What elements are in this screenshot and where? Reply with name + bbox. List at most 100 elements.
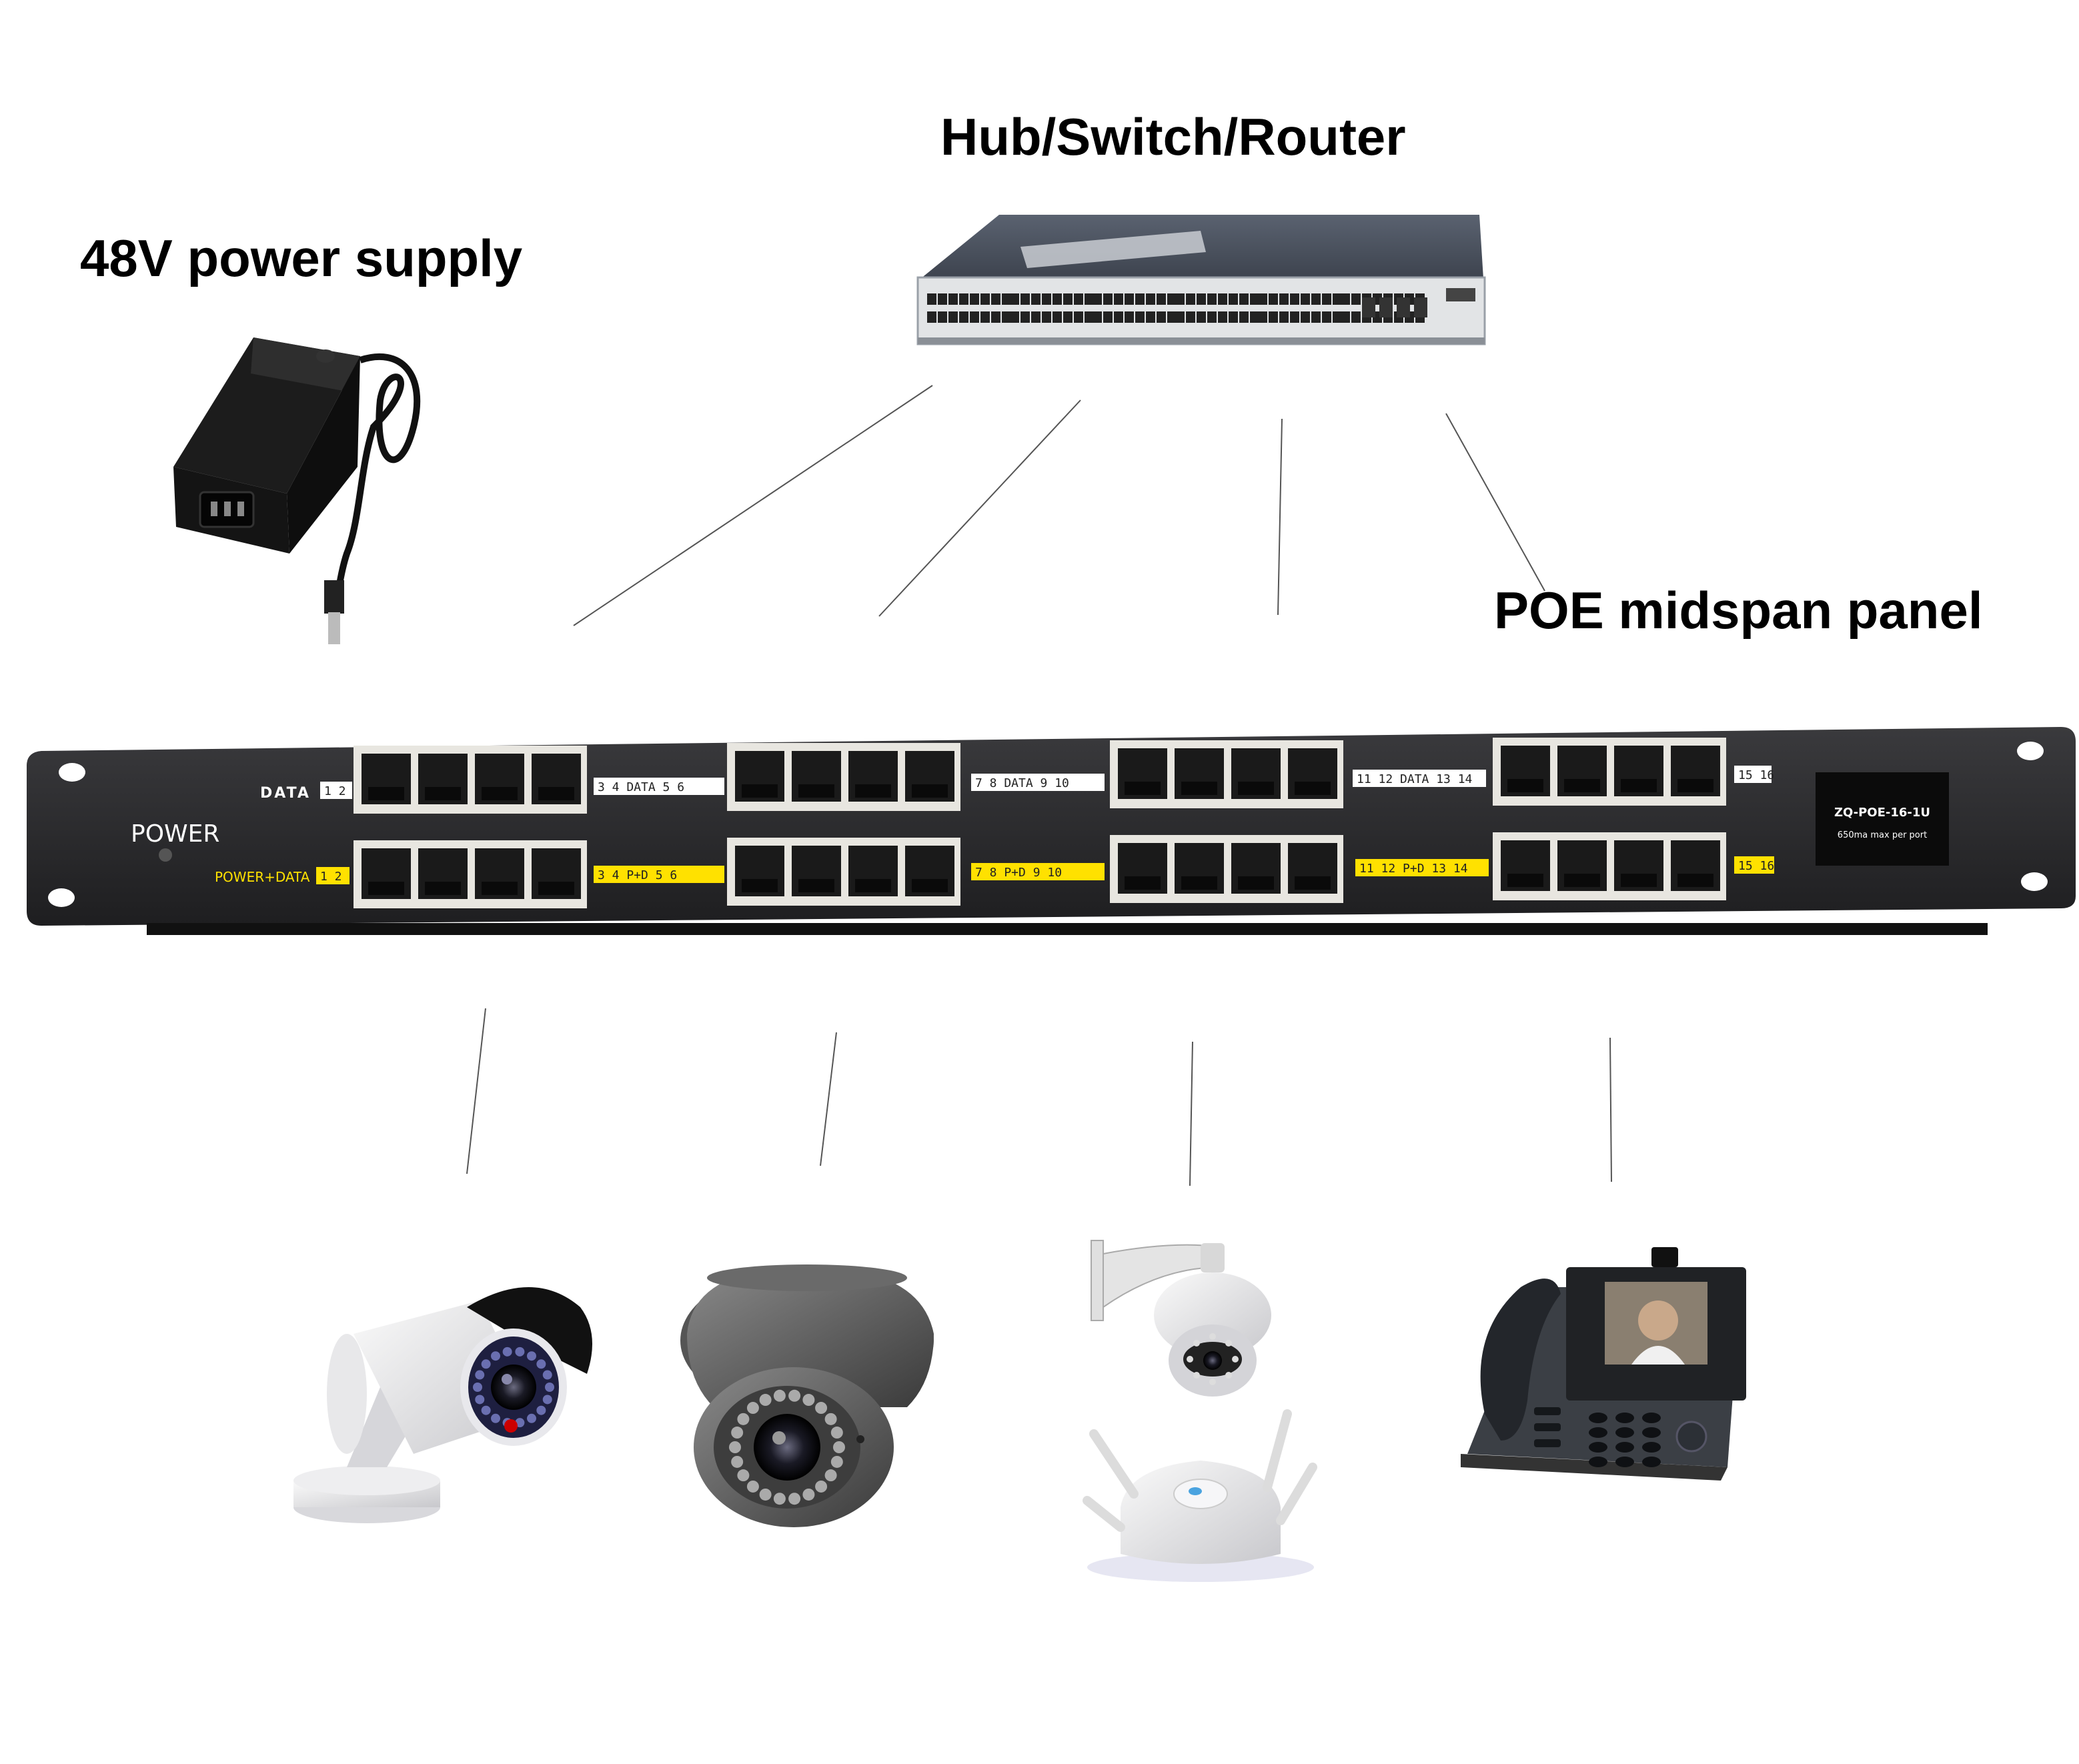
ir-led (536, 1405, 546, 1415)
ir-led (1232, 1356, 1239, 1363)
switch-port (1239, 311, 1249, 323)
switch-port (980, 311, 990, 323)
data-tag (320, 782, 352, 799)
phone-key (1534, 1423, 1561, 1431)
switch-port (1197, 311, 1206, 323)
pd-tag (1734, 856, 1774, 874)
switch-port (1167, 293, 1177, 305)
ir-led (815, 1402, 828, 1415)
switch-port (1167, 311, 1177, 323)
switch-port (1085, 293, 1094, 305)
switch-port (1351, 293, 1361, 305)
ir-led (515, 1347, 525, 1357)
switch-port (1333, 293, 1342, 305)
sfp-port (1414, 297, 1427, 317)
switch-port (1258, 311, 1267, 323)
data-tag (594, 778, 724, 795)
panel-port-blocks (354, 738, 1726, 908)
switch-port (1146, 311, 1155, 323)
switch-port (1279, 311, 1289, 323)
switch-port (959, 293, 968, 305)
pd-tag (1355, 859, 1489, 876)
switch-port (1186, 311, 1195, 323)
switch-port (1311, 311, 1321, 323)
data-row-label: DATA (260, 785, 311, 802)
ir-led (824, 1413, 837, 1425)
ir-led (773, 1389, 786, 1402)
bullet-camera (293, 1287, 592, 1523)
switch-port (1175, 293, 1185, 305)
switch-port (1114, 311, 1123, 323)
switch-port (959, 311, 968, 323)
switch-port (1258, 293, 1267, 305)
ir-led (473, 1383, 482, 1392)
ir-led (737, 1413, 750, 1425)
switch-port (1311, 293, 1321, 305)
ir-led (731, 1427, 744, 1439)
connector-line (1445, 413, 1545, 592)
switch-port (1290, 293, 1299, 305)
ir-led (491, 1351, 500, 1361)
switch-port (1207, 293, 1217, 305)
switch-port (1322, 293, 1331, 305)
ir-led (737, 1469, 750, 1482)
switch-port (1301, 311, 1310, 323)
switch-port (1135, 293, 1145, 305)
switch-port (938, 293, 947, 305)
connector-line (878, 399, 1081, 617)
connector-line (573, 385, 933, 626)
mounting-hole (48, 888, 75, 907)
phone-key (1642, 1457, 1661, 1467)
phone-key (1615, 1457, 1634, 1467)
ir-led (729, 1441, 741, 1453)
switch-port (1125, 311, 1134, 323)
switch-port (1229, 293, 1238, 305)
ir-led (788, 1389, 801, 1402)
ir-led-ring (1187, 1333, 1239, 1385)
switch-port (1053, 293, 1062, 305)
switch-port (1351, 311, 1361, 323)
switch-port (1250, 293, 1259, 305)
pd-tag-text: 15 16 (1738, 859, 1774, 873)
data-tag-text: 15 16 (1738, 768, 1774, 782)
switch-port (1031, 311, 1041, 323)
phone-key (1589, 1457, 1607, 1467)
phone-key (1534, 1407, 1561, 1415)
phone-key (1589, 1413, 1607, 1423)
mounting-hole (59, 763, 85, 782)
switch-port (948, 311, 958, 323)
ir-led (731, 1455, 744, 1468)
pd-tag-text: 7 8 P+D 9 10 (975, 866, 1062, 880)
phone-key (1615, 1442, 1634, 1453)
ir-led (788, 1493, 801, 1505)
switch-port (1125, 293, 1134, 305)
switch-port (1135, 311, 1145, 323)
ir-led (824, 1469, 837, 1482)
switch-port (1146, 293, 1155, 305)
ir-led (746, 1480, 759, 1493)
mounting-hole (2017, 742, 2044, 760)
ir-led (481, 1405, 491, 1415)
connector-line (1189, 1041, 1193, 1186)
switch-port (938, 311, 947, 323)
switch-port (1175, 311, 1185, 323)
switch-port (1279, 293, 1289, 305)
pd-tag-text: 11 12 P+D 13 14 (1359, 862, 1468, 876)
ir-led (545, 1383, 554, 1392)
ptz-camera (1091, 1240, 1271, 1397)
switch-port (1010, 311, 1019, 323)
switch-port (1114, 293, 1123, 305)
switch-port (1333, 311, 1342, 323)
ir-led (491, 1413, 500, 1423)
switch-port (1031, 293, 1041, 305)
switch-port (1010, 293, 1019, 305)
power-data-row-label: POWER+DATA (215, 869, 310, 885)
switch-port (1269, 293, 1278, 305)
ir-led (830, 1427, 843, 1439)
switch-port-array (927, 293, 1427, 323)
wireless-access-point (1083, 1409, 1317, 1582)
sfp-port (1379, 297, 1393, 317)
ir-led (1225, 1372, 1233, 1379)
ir-led (773, 1493, 786, 1505)
